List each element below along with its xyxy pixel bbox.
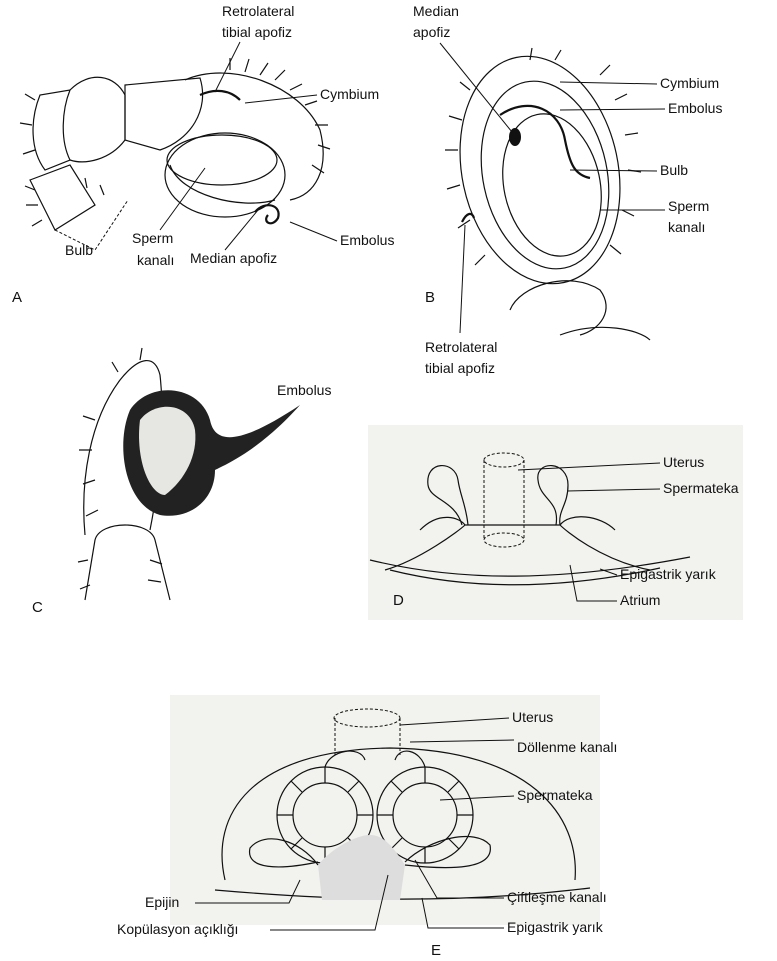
panel-letter-d: D xyxy=(393,592,404,609)
label-d-atrium: Atrium xyxy=(620,592,660,608)
panel-letter-c: C xyxy=(32,599,43,616)
label-b-embolus: Embolus xyxy=(668,100,722,116)
label-b-median-line2: apofiz xyxy=(413,24,450,40)
label-b-cymbium: Cymbium xyxy=(660,75,719,91)
label-e-ciftlesme: Çiftleşme kanalı xyxy=(507,889,607,905)
leader-b-median xyxy=(440,43,512,132)
label-d-uterus: Uterus xyxy=(663,454,704,470)
panel-b-drawing xyxy=(440,41,650,340)
leader-a-embolus xyxy=(290,222,337,241)
label-b-sperm-line1: Sperm xyxy=(668,198,709,214)
label-a-sperm-line2: kanalı xyxy=(137,252,174,268)
label-a-bulb: Bulb xyxy=(65,242,93,258)
label-d-epigastrik: Epigastrik yarık xyxy=(620,566,717,582)
panel-d: D Uterus Spermateka Epigastrik yarık Atr… xyxy=(368,425,743,620)
label-e-spermateka: Spermateka xyxy=(517,787,593,803)
leader-a-retrolateral xyxy=(215,42,240,92)
label-b-bulb: Bulb xyxy=(660,162,688,178)
panel-e: E Uterus Döllenme kanalı Spermateka Epij… xyxy=(117,695,617,959)
label-e-epijin: Epijin xyxy=(145,894,179,910)
leader-b-embolus xyxy=(560,109,665,110)
label-b-retrolateral-line2: tibial apofiz xyxy=(425,360,495,376)
panel-a: A Retrolateral tibial apofiz Cymbium Bul… xyxy=(12,3,394,306)
panel-b: B Median apofiz Cymbium Embolus Bulb Spe… xyxy=(413,3,722,376)
label-a-cymbium: Cymbium xyxy=(320,86,379,102)
label-b-sperm-line2: kanalı xyxy=(668,219,705,235)
label-c-embolus: Embolus xyxy=(277,382,331,398)
label-e-dollenme: Döllenme kanalı xyxy=(517,739,617,755)
panel-c-drawing xyxy=(78,348,300,600)
panel-letter-b: B xyxy=(425,289,435,306)
leader-b-retrolateral xyxy=(460,225,465,333)
leader-a-cymbium xyxy=(245,95,317,103)
label-d-spermateka: Spermateka xyxy=(663,480,739,496)
leader-b-bulb xyxy=(570,170,657,171)
label-a-embolus: Embolus xyxy=(340,232,394,248)
panel-letter-a: A xyxy=(12,289,22,306)
panel-letter-e: E xyxy=(431,942,441,959)
label-a-retrolateral-line2: tibial apofiz xyxy=(222,24,292,40)
label-e-kopulasyon: Kopülasyon açıklığı xyxy=(117,921,238,937)
panel-a-drawing xyxy=(20,58,330,230)
label-e-epigastrik: Epigastrik yarık xyxy=(507,919,604,935)
label-a-sperm-line1: Sperm xyxy=(132,230,173,246)
label-e-uterus: Uterus xyxy=(512,709,553,725)
label-a-median: Median apofiz xyxy=(190,250,277,266)
panel-c: C Embolus xyxy=(32,348,331,616)
label-b-retrolateral-line1: Retrolateral xyxy=(425,339,497,355)
label-a-retrolateral-line1: Retrolateral xyxy=(222,3,294,19)
leader-b-cymbium xyxy=(560,82,657,84)
label-b-median-line1: Median xyxy=(413,3,459,19)
